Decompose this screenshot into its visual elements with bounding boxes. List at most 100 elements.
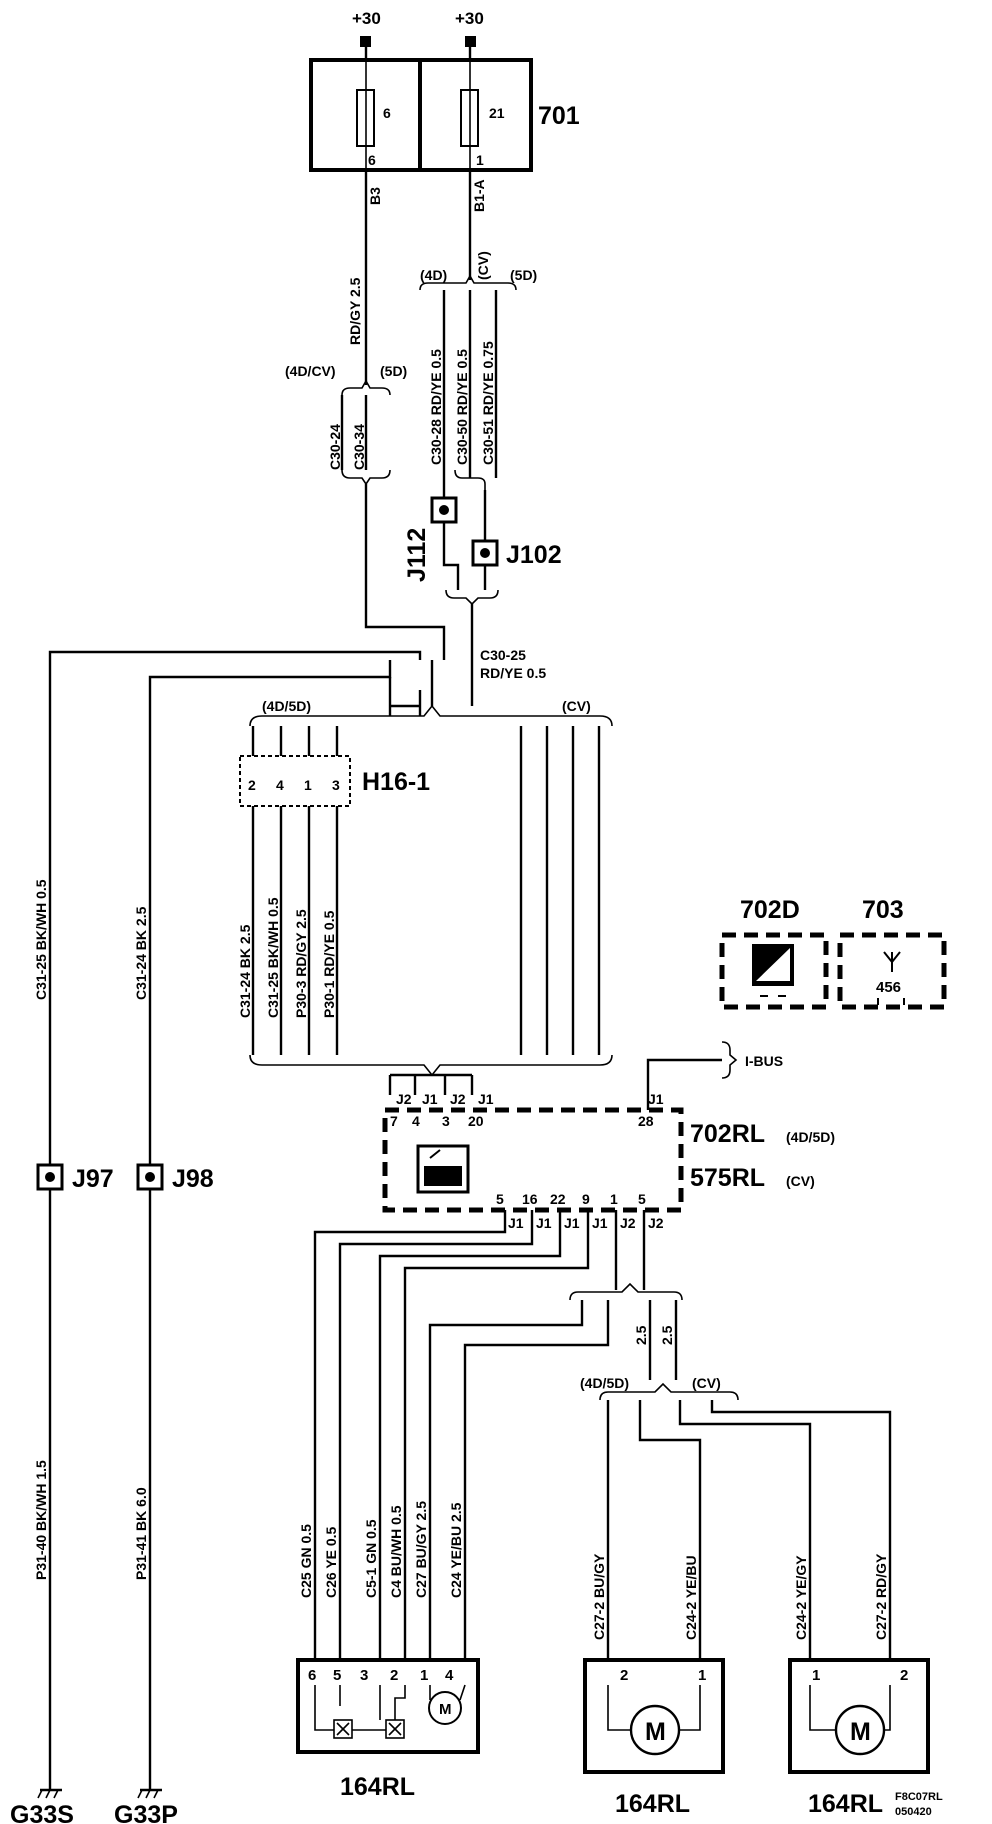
h16-wire-3: P30-3 RD/GY 2.5 — [293, 909, 309, 1018]
footer-date: 050420 — [895, 1806, 932, 1818]
svg-text:2: 2 — [900, 1667, 908, 1684]
unit-name-702rl: 702RL — [690, 1120, 765, 1148]
motor-left-label: 164RL — [340, 1773, 415, 1801]
wire-c24-2-yegy: C24-2 YE/GY — [793, 1555, 809, 1640]
wire-gauge-2: 2.5 — [659, 1325, 675, 1345]
motor-icon — [834, 1704, 886, 1756]
svg-text:(CV): (CV) — [786, 1173, 815, 1189]
svg-text:9: 9 — [582, 1191, 590, 1207]
branch-4d: (4D) — [420, 267, 447, 283]
svg-text:456: 456 — [876, 979, 901, 996]
svg-text:J2: J2 — [620, 1215, 636, 1231]
svg-text:M: M — [645, 1718, 666, 1746]
svg-text:4: 4 — [412, 1113, 420, 1129]
branch-5d: (5D) — [380, 363, 407, 379]
supply-terminal-b: +30 — [455, 9, 484, 60]
fuse-a-connector: B3 — [367, 187, 383, 205]
wire-c30-50: C30-50 RD/YE 0.5 — [454, 349, 470, 465]
connector-h16: 2 4 1 3 H16-1 — [239, 726, 430, 807]
wire-p31-41: P31-41 BK 6.0 — [133, 1487, 149, 1580]
wire-c24-2-yebu: C24-2 YE/BU — [683, 1555, 699, 1640]
svg-text:J97: J97 — [72, 1165, 114, 1193]
svg-text:J98: J98 — [172, 1165, 214, 1193]
svg-text:J1: J1 — [536, 1215, 552, 1231]
svg-text:1: 1 — [476, 152, 484, 168]
svg-text:2: 2 — [248, 777, 256, 793]
svg-text:21: 21 — [489, 105, 505, 121]
svg-text:J1: J1 — [648, 1091, 664, 1107]
svg-text:M: M — [439, 1701, 452, 1718]
wire-c30-25-spec: RD/YE 0.5 — [480, 665, 546, 681]
svg-text:+30: +30 — [455, 9, 484, 28]
svg-text:5: 5 — [638, 1191, 646, 1207]
wire-c4: C4 BU/WH 0.5 — [388, 1505, 404, 1598]
svg-text:G33S: G33S — [10, 1801, 74, 1824]
svg-text:703: 703 — [862, 896, 904, 924]
svg-text:20: 20 — [468, 1113, 484, 1129]
supply-terminal-a: +30 — [352, 9, 381, 60]
wire-c30-51: C30-51 RD/YE 0.75 — [480, 341, 496, 465]
svg-text:2: 2 — [620, 1667, 628, 1684]
svg-text:4: 4 — [445, 1667, 454, 1684]
svg-text:702D: 702D — [740, 896, 800, 924]
h16-wire-1: C31-24 BK 2.5 — [237, 924, 253, 1018]
wire-c25: C25 GN 0.5 — [298, 1524, 314, 1598]
svg-text:1: 1 — [698, 1667, 706, 1684]
svg-text:5: 5 — [333, 1667, 341, 1684]
motor-icon — [428, 1691, 462, 1725]
svg-text:1: 1 — [420, 1667, 428, 1684]
branch-cv: (CV) — [475, 251, 491, 280]
svg-text:1: 1 — [304, 777, 312, 793]
h16-label: H16-1 — [362, 768, 430, 796]
svg-text:6: 6 — [368, 152, 376, 168]
bus-variant-left: (4D/5D) — [262, 698, 311, 714]
svg-text:J1: J1 — [564, 1215, 580, 1231]
splice-j98: J98 — [136, 1163, 214, 1193]
svg-text:J1: J1 — [478, 1091, 494, 1107]
motor-right: 1 2 M 164RL — [788, 1658, 930, 1818]
svg-text:7: 7 — [390, 1113, 398, 1129]
motor-right-label: 164RL — [808, 1790, 883, 1818]
fuse-box: 6 6 21 1 701 — [309, 58, 580, 172]
branch-5d-b: (5D) — [510, 267, 537, 283]
footer-code: F8C07RL — [895, 1791, 943, 1803]
svg-text:+30: +30 — [352, 9, 381, 28]
svg-text:J2: J2 — [396, 1091, 412, 1107]
wire-c30-28: C30-28 RD/YE 0.5 — [428, 349, 444, 465]
control-unit: J2 J1 J2 J1 J1 7 4 3 20 28 702RL (4D/5D)… — [382, 1091, 835, 1231]
svg-text:J2: J2 — [450, 1091, 466, 1107]
wire-c30-34: C30-34 — [351, 424, 367, 470]
wire-c27-2-bugy: C27-2 BU/GY — [591, 1553, 607, 1640]
branch-4dcv: (4D/CV) — [285, 363, 336, 379]
branch-cv-lower: (CV) — [692, 1375, 721, 1391]
fuse-b-connector: B1-A — [471, 179, 487, 212]
svg-text:3: 3 — [442, 1113, 450, 1129]
wire-c5-1: C5-1 GN 0.5 — [363, 1519, 379, 1598]
h16-wire-4: P30-1 RD/YE 0.5 — [321, 910, 337, 1018]
svg-text:3: 3 — [360, 1667, 368, 1684]
svg-text:28: 28 — [638, 1113, 654, 1129]
module-702d: 702D — [719, 896, 829, 1010]
ground-g33p-icon: G33P — [114, 1788, 178, 1824]
svg-text:1: 1 — [610, 1191, 618, 1207]
splice-j112: J112 — [403, 496, 458, 582]
wire-rdgy: RD/GY 2.5 — [347, 277, 363, 345]
svg-text:J1: J1 — [422, 1091, 438, 1107]
wire-c30-25: C30-25 — [480, 647, 526, 663]
module-703: 703 456 — [837, 896, 947, 1010]
wire-gauge-1: 2.5 — [633, 1325, 649, 1345]
motor-left: 6 5 3 2 1 4 M 164RL — [296, 1658, 480, 1801]
motor-middle: 2 1 M 164RL — [583, 1658, 725, 1818]
svg-text:22: 22 — [550, 1191, 566, 1207]
splice-j97: J97 — [36, 1163, 114, 1193]
wire-c26: C26 YE 0.5 — [323, 1526, 339, 1598]
wire-c30-24: C30-24 — [327, 424, 343, 470]
wire-c31-25: C31-25 BK/WH 0.5 — [33, 879, 49, 1000]
wire-c27: C27 BU/GY 2.5 — [413, 1501, 429, 1598]
svg-text:16: 16 — [522, 1191, 538, 1207]
wire-c27-2-rdgy: C27-2 RD/GY — [873, 1553, 889, 1640]
svg-text:(4D/5D): (4D/5D) — [786, 1129, 835, 1145]
motor-icon — [629, 1704, 681, 1756]
svg-text:2: 2 — [390, 1667, 398, 1684]
